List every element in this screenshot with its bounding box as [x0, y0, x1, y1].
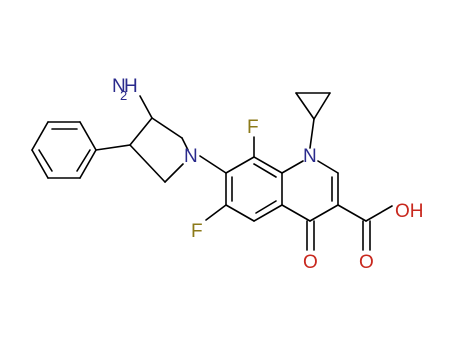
bond-benz-1	[225, 156, 255, 174]
fluorine-6-label: F	[191, 221, 203, 242]
bond-ph-2	[79, 121, 97, 151]
amine-h-label: H	[124, 76, 138, 97]
bond-pyr-2	[151, 117, 183, 139]
bond-c6-f	[205, 204, 227, 221]
bond-ph-5	[31, 149, 49, 179]
bond-pyr-4	[164, 163, 184, 183]
bond-ph-pyr	[95, 144, 131, 151]
bond-c3-cooh	[337, 204, 367, 222]
bond-pyr-1	[129, 117, 153, 146]
bond-amine	[139, 95, 153, 119]
bond-pyr-5	[129, 144, 166, 183]
bond-pyr-3	[181, 137, 189, 151]
bond-ph-double-c	[38, 149, 53, 172]
bonds	[31, 92, 393, 251]
pyrrolidine-n-label: N	[184, 146, 198, 167]
carboxyl-o-label: O	[359, 252, 374, 273]
bond-cooh-oh	[365, 205, 393, 222]
bond-n-c7	[199, 155, 227, 174]
amine-n-label: N	[112, 76, 126, 97]
bond-benz-5	[225, 204, 255, 222]
hydroxyl-label: OH	[395, 201, 424, 222]
bond-pyd-2	[317, 160, 339, 174]
bond-ph-double-b	[76, 149, 91, 172]
bond-benz-2	[253, 156, 283, 174]
bond-benz-4	[253, 204, 283, 222]
quinolone-n-label: N	[303, 146, 317, 167]
fluorine-8-label: F	[247, 117, 259, 138]
keto-o-label: O	[303, 252, 318, 273]
bond-ph-6	[31, 121, 49, 151]
bond-n1-cp	[309, 118, 315, 149]
bond-benz-double-a	[253, 163, 277, 178]
bond-ph-3	[79, 149, 97, 179]
bond-pyd-1	[281, 160, 304, 174]
bond-benz-double-b	[255, 200, 277, 214]
bond-cp-3	[313, 92, 331, 120]
amine-h-count: 2	[120, 88, 127, 103]
bond-cp-1	[295, 92, 315, 120]
bond-pyd-4	[309, 204, 339, 222]
bond-pyd-5	[281, 204, 311, 222]
